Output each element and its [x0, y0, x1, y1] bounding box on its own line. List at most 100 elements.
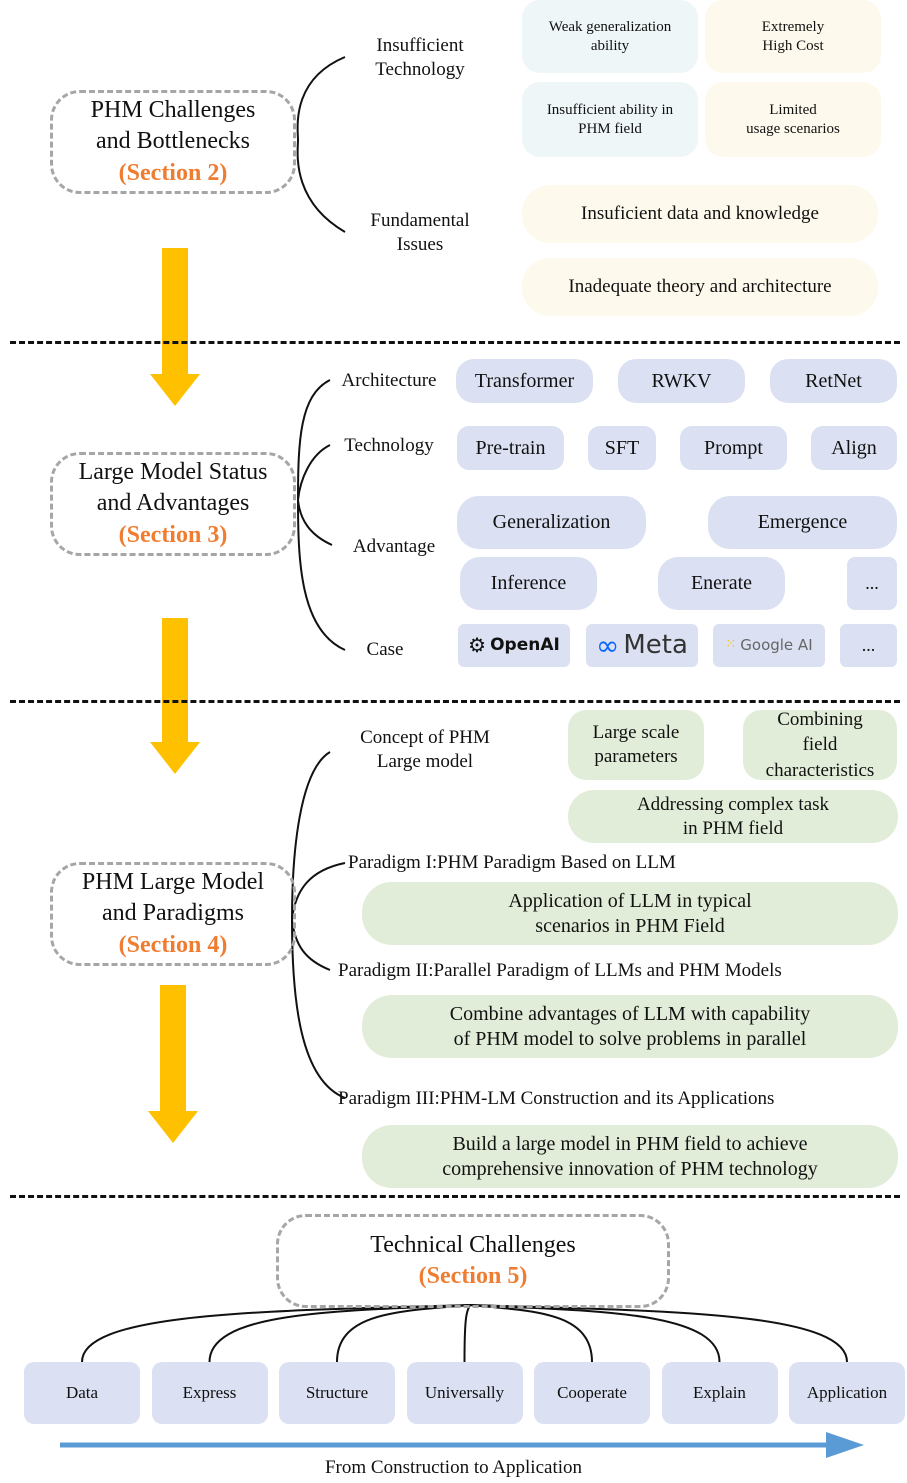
tech-item-weak-generalization: Weak generalization ability [522, 0, 698, 73]
challenge-item-structure: Structure [279, 1362, 395, 1424]
section4-brace-p2 [291, 919, 331, 971]
challenge-item-cooperate: Cooperate [534, 1362, 650, 1424]
section5-title: Technical Challenges [370, 1231, 576, 1258]
branch-architecture: Architecture [341, 370, 437, 391]
concept-item-large-scale: Large scale parameters [568, 710, 704, 780]
item-line1: Extremely [761, 18, 825, 35]
concept-label: Concept of PHM Large model [345, 726, 505, 774]
item-line2: parameters [594, 746, 678, 767]
case-google-ai: ⁙ Google AI [713, 624, 825, 667]
section5-fan-lines [81, 1304, 848, 1363]
desc-line1: Application of LLM in typical [508, 889, 752, 912]
concept-label-line1: Concept of PHM [360, 727, 490, 748]
case-openai: ⚙ OpenAI [458, 624, 570, 667]
flow-label: From Construction to Application [324, 1457, 583, 1478]
branch-fundamental-issues: Fundamental Issues [345, 209, 495, 257]
desc-line2: scenarios in PHM Field [535, 914, 725, 937]
item-line2: in PHM field [682, 817, 784, 839]
item-line1: Combining [777, 708, 863, 730]
section3-brace-architecture [297, 379, 331, 501]
section-divider-3 [10, 1195, 900, 1198]
item-line1: Large scale [592, 722, 680, 744]
section4-section-label: (Section 4) [118, 931, 228, 958]
architecture-transformer: Transformer [456, 359, 593, 403]
branch-label-line2: Technology [375, 58, 465, 80]
section-divider-2 [10, 700, 900, 703]
item-line2: High Cost [762, 37, 824, 54]
advantage-inference: Inference [460, 557, 597, 610]
branch-technology: Technology [344, 435, 434, 456]
fundamental-item-data: Insuficient data and knowledge [522, 185, 878, 243]
section4-brace-concept [291, 751, 331, 921]
concept-item-addressing: Addressing complex task in PHM field [568, 790, 898, 843]
technology-align: Align [811, 426, 897, 470]
technology-pretrain: Pre-train [457, 426, 564, 470]
section5-title-box: Technical Challenges (Section 5) [276, 1214, 670, 1308]
branch-insufficient-technology: Insufficient Technology [345, 34, 495, 82]
section-divider-1 [10, 341, 900, 344]
challenge-item-universally: Universally [406, 1362, 523, 1424]
branch-advantage: Advantage [352, 536, 436, 557]
case-meta: ∞ Meta [586, 624, 698, 667]
branch-label-line1: Insufficient [376, 35, 464, 56]
flow-arrow-head [826, 1432, 864, 1458]
section3-brace-technology [297, 444, 331, 501]
concept-label-line2: Large model [376, 750, 474, 772]
section3-section-label: (Section 3) [118, 521, 228, 548]
item-line1: Limited [769, 101, 817, 118]
branch-label-line2: Issues [396, 233, 444, 255]
challenge-item-express: Express [151, 1362, 268, 1424]
section2-title-line2: and Bottlenecks [96, 128, 250, 155]
item-line1: Addressing complex task [636, 793, 830, 815]
tech-item-insufficient-ability: Insufficient ability in PHM field [522, 82, 698, 157]
fan-line-universally [463, 1304, 471, 1363]
section5-section-label: (Section 5) [418, 1263, 528, 1289]
paradigm-1-desc: Application of LLM in typical scenarios … [362, 882, 898, 945]
desc-line1: Combine advantages of LLM with capabilit… [449, 1002, 811, 1025]
item-line1: Insufficient ability in [546, 101, 674, 118]
section2-brace [296, 56, 346, 233]
item-line2: PHM field [578, 120, 642, 137]
challenge-item-data: Data [24, 1362, 140, 1424]
google-ai-logo-icon: ⁙ [725, 637, 737, 653]
section3-brace-advantage [297, 499, 333, 546]
item-line3: characteristics [765, 759, 875, 781]
case-more: ... [840, 624, 897, 667]
technology-sft: SFT [588, 426, 656, 470]
advantage-emergence: Emergence [708, 496, 897, 549]
down-arrow-1 [150, 248, 200, 406]
architecture-rwkv: RWKV [618, 359, 745, 403]
section2-section-label: (Section 2) [118, 159, 228, 186]
desc-line2: comprehensive innovation of PHM technolo… [442, 1157, 818, 1180]
section2-title-box: PHM Challenges and Bottlenecks (Section … [50, 90, 296, 194]
down-arrow-2 [150, 618, 200, 774]
concept-item-combining: Combining field characteristics [743, 708, 897, 781]
paradigm-1-label: Paradigm I:PHM Paradigm Based on LLM [348, 852, 676, 873]
meta-logo-icon: ∞ [596, 629, 620, 662]
branch-case: Case [366, 639, 404, 660]
section4-title-line2: and Paradigms [102, 900, 244, 927]
advantage-generalization: Generalization [457, 496, 646, 549]
down-arrow-3 [148, 985, 198, 1143]
section4-brace-p1 [291, 862, 346, 921]
paradigm-2-label: Paradigm II:Parallel Paradigm of LLMs an… [338, 960, 782, 981]
tech-item-limited-usage: Limited usage scenarios [705, 82, 881, 157]
paradigm-2-desc: Combine advantages of LLM with capabilit… [362, 995, 898, 1058]
section3-title-line2: and Advantages [96, 490, 250, 517]
paradigm-3-desc: Build a large model in PHM field to achi… [362, 1125, 898, 1188]
fundamental-item-theory: Inadequate theory and architecture [522, 258, 878, 316]
desc-line1: Build a large model in PHM field to achi… [452, 1132, 808, 1155]
tech-item-high-cost: Extremely High Cost [705, 0, 881, 73]
branch-label-line1: Fundamental [370, 210, 470, 231]
case-label: Google AI [740, 636, 813, 655]
section4-title-box: PHM Large Model and Paradigms (Section 4… [50, 862, 296, 966]
challenge-item-explain: Explain [661, 1362, 778, 1424]
fan-line-application [469, 1304, 848, 1363]
challenge-item-application: Application [789, 1362, 905, 1424]
fan-line-structure [336, 1304, 471, 1363]
section2-title-line1: PHM Challenges [90, 97, 256, 124]
item-line1: Weak generalization [548, 18, 672, 35]
advantage-enerate: Enerate [658, 557, 785, 610]
architecture-retnet: RetNet [770, 359, 897, 403]
paradigm-3-label: Paradigm III:PHM-LM Construction and its… [338, 1088, 775, 1109]
